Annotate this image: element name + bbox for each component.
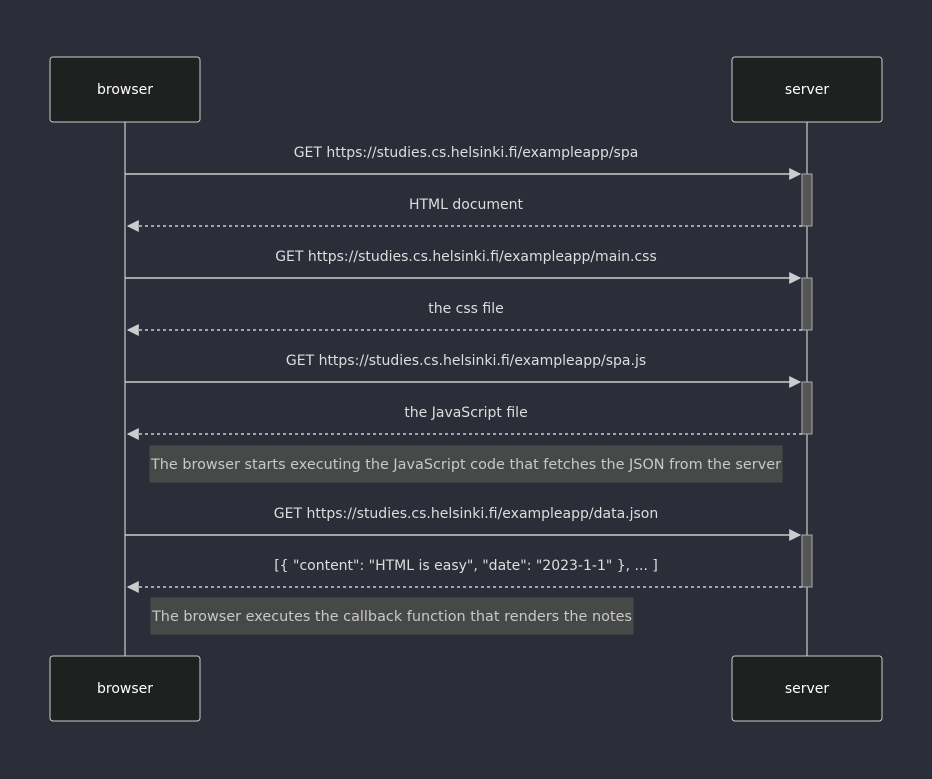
message-label: the css file [428, 301, 503, 317]
server-activation [801, 173, 813, 227]
server-activation [801, 534, 813, 588]
message-label: GET https://studies.cs.helsinki.fi/examp… [294, 145, 639, 161]
note-js-execution: The browser starts executing the JavaScr… [149, 445, 783, 483]
message-javascript-file: the JavaScript file [126, 405, 802, 440]
message-label: GET https://studies.cs.helsinki.fi/examp… [275, 249, 657, 265]
message-label: GET https://studies.cs.helsinki.fi/examp… [274, 506, 658, 522]
message-get-spa: GET https://studies.cs.helsinki.fi/examp… [125, 145, 802, 180]
note-text: The browser executes the callback functi… [151, 609, 632, 625]
message-json-response: [{ "content": "HTML is easy", "date": "2… [126, 558, 802, 593]
actor-browser-bottom: browser [49, 655, 201, 722]
actor-label: browser [97, 681, 153, 697]
message-label: GET https://studies.cs.helsinki.fi/examp… [286, 353, 646, 369]
actor-label: browser [97, 82, 153, 98]
note-text: The browser starts executing the JavaScr… [150, 457, 781, 473]
message-css-file: the css file [126, 301, 802, 336]
message-get-data-json: GET https://studies.cs.helsinki.fi/examp… [125, 506, 802, 541]
message-get-spa-js: GET https://studies.cs.helsinki.fi/examp… [125, 353, 802, 388]
actor-label: server [785, 82, 830, 98]
message-get-main-css: GET https://studies.cs.helsinki.fi/examp… [125, 249, 802, 284]
message-label: HTML document [409, 197, 524, 213]
actor-server-top: server [731, 56, 883, 123]
actor-server-bottom: server [731, 655, 883, 722]
server-activation [801, 381, 813, 435]
note-callback: The browser executes the callback functi… [150, 597, 634, 635]
message-label: [{ "content": "HTML is easy", "date": "2… [274, 558, 658, 574]
message-html-document: HTML document [126, 197, 802, 232]
message-label: the JavaScript file [404, 405, 527, 421]
actor-label: server [785, 681, 830, 697]
server-activation [801, 277, 813, 331]
actor-browser-top: browser [49, 56, 201, 123]
